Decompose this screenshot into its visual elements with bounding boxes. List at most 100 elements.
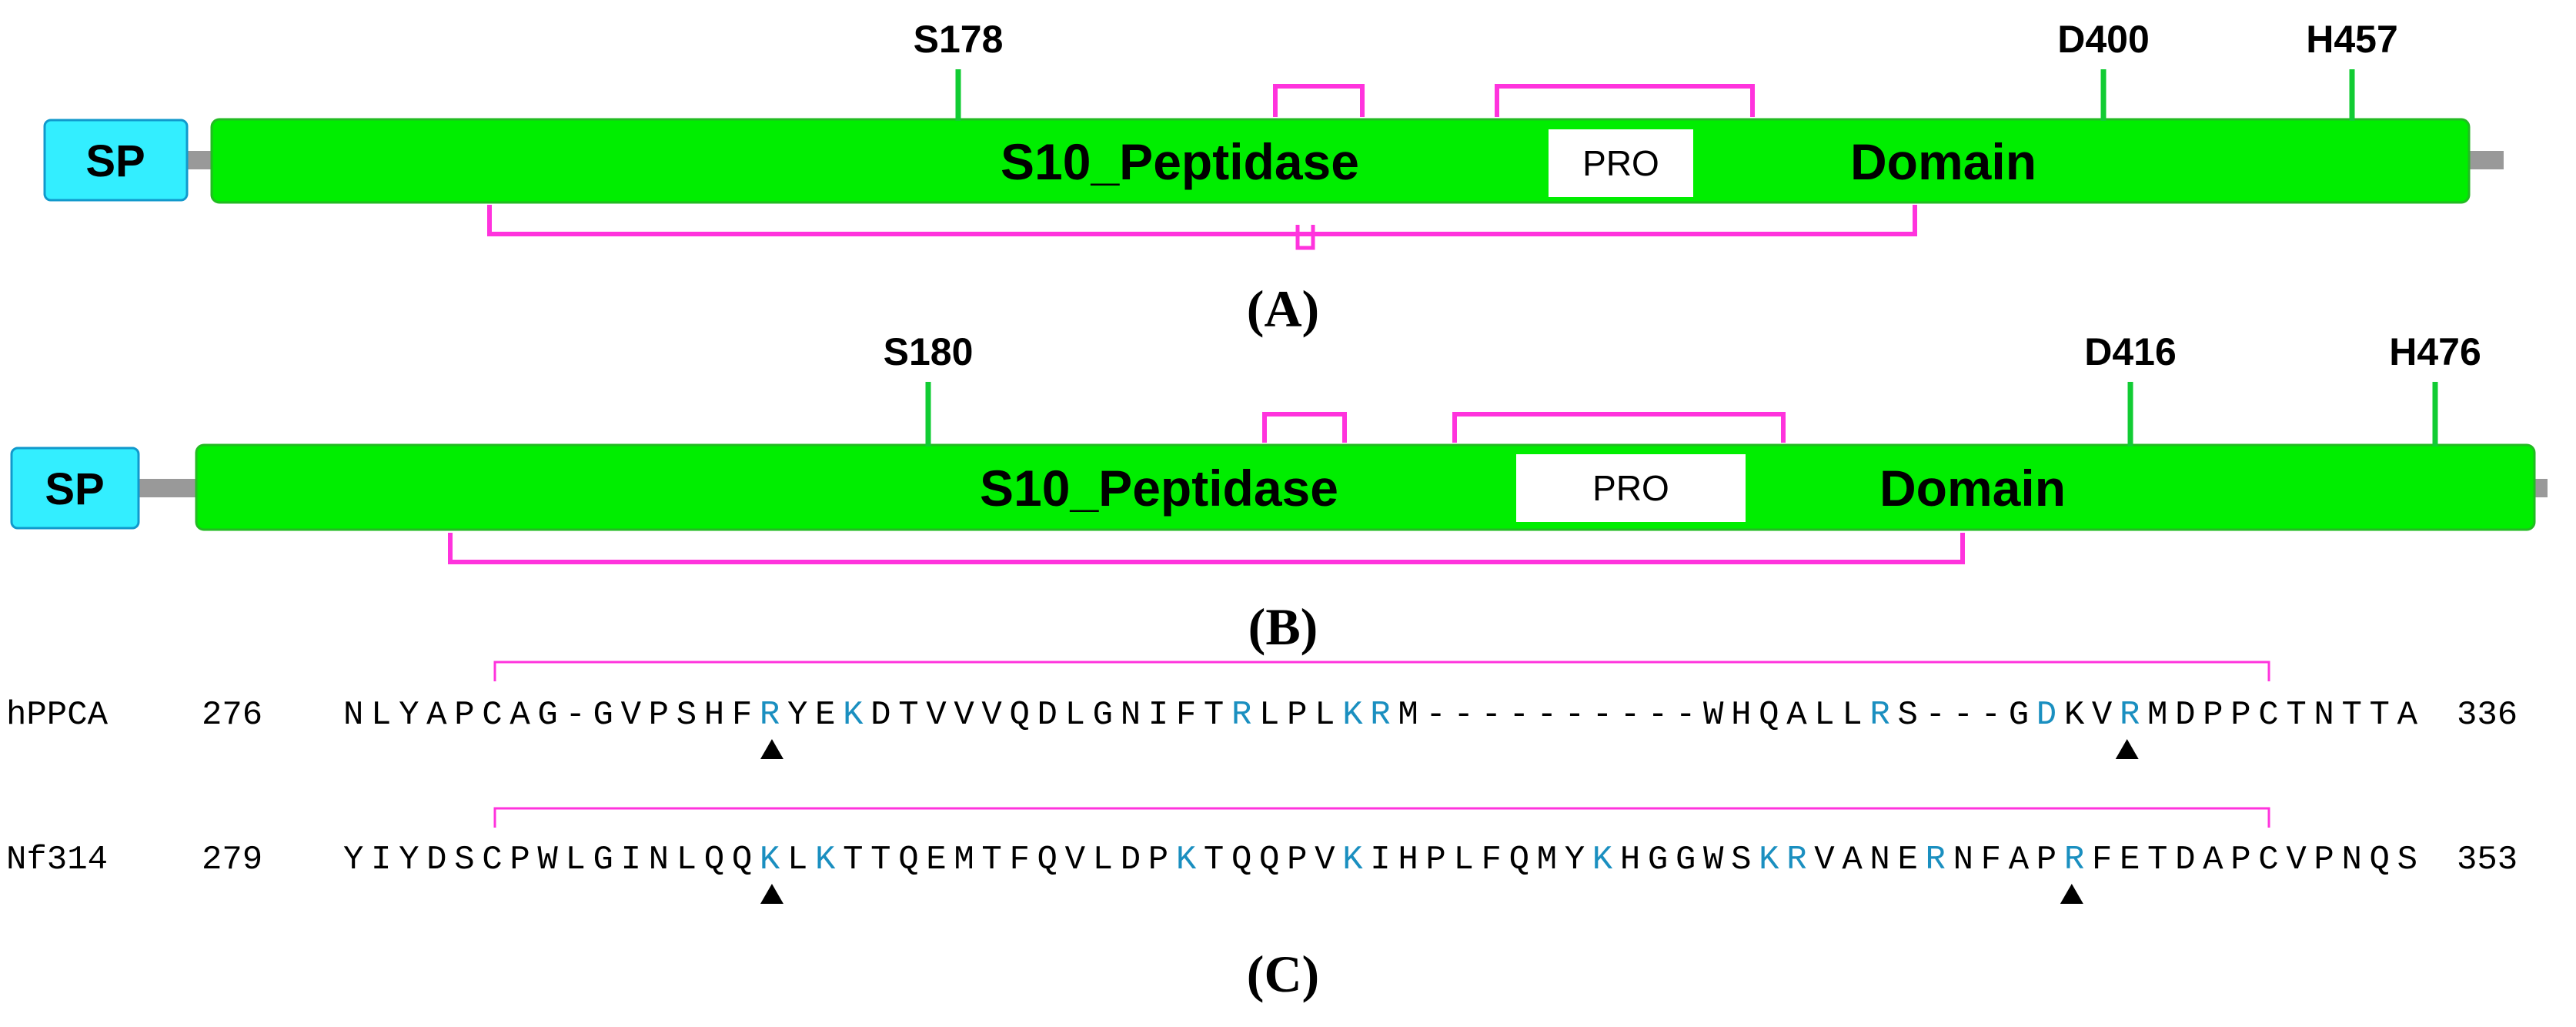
residue: P: [649, 696, 669, 734]
residue: L: [565, 841, 585, 879]
alignment-row-1-end: 336: [2457, 696, 2518, 734]
residue: Q: [898, 841, 918, 879]
panel-b-signal-peptide: [10, 447, 140, 530]
panel-a-site-label-s178: S178: [914, 18, 1004, 61]
residue: Q: [704, 841, 724, 879]
residue: Q: [1231, 841, 1251, 879]
cleavage-arrow-marker: [2115, 739, 2139, 759]
residue: T: [870, 841, 890, 879]
residue: Y: [399, 696, 419, 734]
alignment-row-2-start: 279: [202, 841, 262, 879]
residue: C: [482, 841, 502, 879]
panel-a-pro-label: PRO: [1582, 143, 1659, 183]
residue: H: [1620, 841, 1640, 879]
residue: C: [2258, 841, 2278, 879]
residue: I: [371, 841, 391, 879]
panel-b-disulfide-bracket-bottom: [448, 533, 1965, 564]
residue: L: [677, 841, 697, 879]
panel-a-signal-peptide-label: SP: [85, 136, 145, 186]
residue: L: [371, 696, 391, 734]
residue: A: [1842, 841, 1863, 879]
residue: F: [1482, 841, 1502, 879]
residue: P: [2314, 841, 2334, 879]
basic-residue: D: [2036, 696, 2056, 734]
residue: W: [1703, 696, 1724, 734]
residue: N: [2314, 696, 2334, 734]
basic-residue: R: [1231, 696, 1251, 734]
panel-b-pro-label: PRO: [1592, 468, 1669, 508]
basic-residue: K: [1592, 841, 1613, 879]
residue: P: [2203, 696, 2223, 734]
residue: Q: [1509, 841, 1529, 879]
residue: V: [2286, 841, 2307, 879]
residue: N: [1869, 841, 1889, 879]
residue: -: [1648, 696, 1668, 734]
residue: Q: [1037, 841, 1057, 879]
residue: P: [454, 696, 474, 734]
residue: I: [621, 841, 641, 879]
panel-a-disulfide-bracket-bottom-1: [487, 205, 1917, 236]
residue: -: [1425, 696, 1445, 734]
residue: D: [2175, 841, 2195, 879]
panel-a: SP PRO S10_Peptidase Domain S178 D400 H4…: [43, 18, 2504, 338]
panel-a-linker-right: [2467, 151, 2504, 169]
cleavage-arrow-marker: [760, 884, 783, 904]
panel-b-disulfide-bracket-top-2: [1452, 412, 1786, 443]
residue: G: [593, 841, 613, 879]
residue: V: [621, 696, 642, 734]
cleavage-arrow-marker: [760, 739, 783, 759]
panel-a-signal-peptide: [43, 119, 189, 202]
residue: -: [1620, 696, 1640, 734]
residue: T: [2286, 696, 2306, 734]
residue: S: [2397, 841, 2417, 879]
residue: N: [1121, 696, 1141, 734]
residue: S: [677, 696, 697, 734]
residue: Q: [2370, 841, 2390, 879]
residue: -: [1509, 696, 1529, 734]
residue: F: [1009, 841, 1029, 879]
residue: Y: [399, 841, 419, 879]
residue: -: [1981, 696, 2001, 734]
residue: D: [426, 841, 446, 879]
residue: D: [1121, 841, 1141, 879]
basic-residue: K: [815, 841, 836, 879]
panel-a-disulfide-bracket-top-1: [1273, 84, 1365, 117]
residue: -: [1482, 696, 1502, 734]
panel-b-linker-right: [2532, 479, 2548, 497]
residue: L: [1842, 696, 1862, 734]
residue: C: [482, 696, 502, 734]
residue: P: [1425, 841, 1445, 879]
residue: T: [2370, 696, 2390, 734]
residue: T: [2341, 696, 2361, 734]
basic-residue: R: [1370, 696, 1390, 734]
residue: V: [926, 696, 947, 734]
residue: V: [954, 696, 974, 734]
residue: E: [926, 841, 946, 879]
residue: V: [1814, 841, 1835, 879]
residue: Y: [343, 841, 363, 879]
panel-b-site-label-d416: D416: [2084, 330, 2177, 373]
panel-b-domain-word: Domain: [1879, 460, 2066, 517]
residue: -: [565, 696, 585, 734]
residue: P: [2230, 696, 2250, 734]
residue: -: [1537, 696, 1557, 734]
residue: -: [1953, 696, 1973, 734]
residue: M: [1398, 696, 1418, 734]
panel-a-disulfide-bracket-top-2: [1495, 84, 1755, 117]
panel-b-signal-peptide-label: SP: [45, 464, 104, 514]
panel-c-label: (C): [1247, 945, 1319, 1003]
panel-b-s10-peptidase-domain: [195, 443, 2536, 531]
residue: H: [1398, 841, 1418, 879]
panel-b-pro-region: [1516, 454, 1746, 522]
residue: T: [1204, 696, 1224, 734]
residue: G: [537, 696, 557, 734]
residue: -: [1592, 696, 1612, 734]
alignment-row-2-name: Nf314: [6, 841, 108, 879]
alignment-row-2-disulfide-bracket: [493, 807, 2270, 828]
basic-residue: R: [2064, 841, 2084, 879]
residue: E: [815, 696, 835, 734]
residue: F: [732, 696, 752, 734]
residue: S: [1731, 841, 1751, 879]
basic-residue: R: [760, 696, 780, 734]
